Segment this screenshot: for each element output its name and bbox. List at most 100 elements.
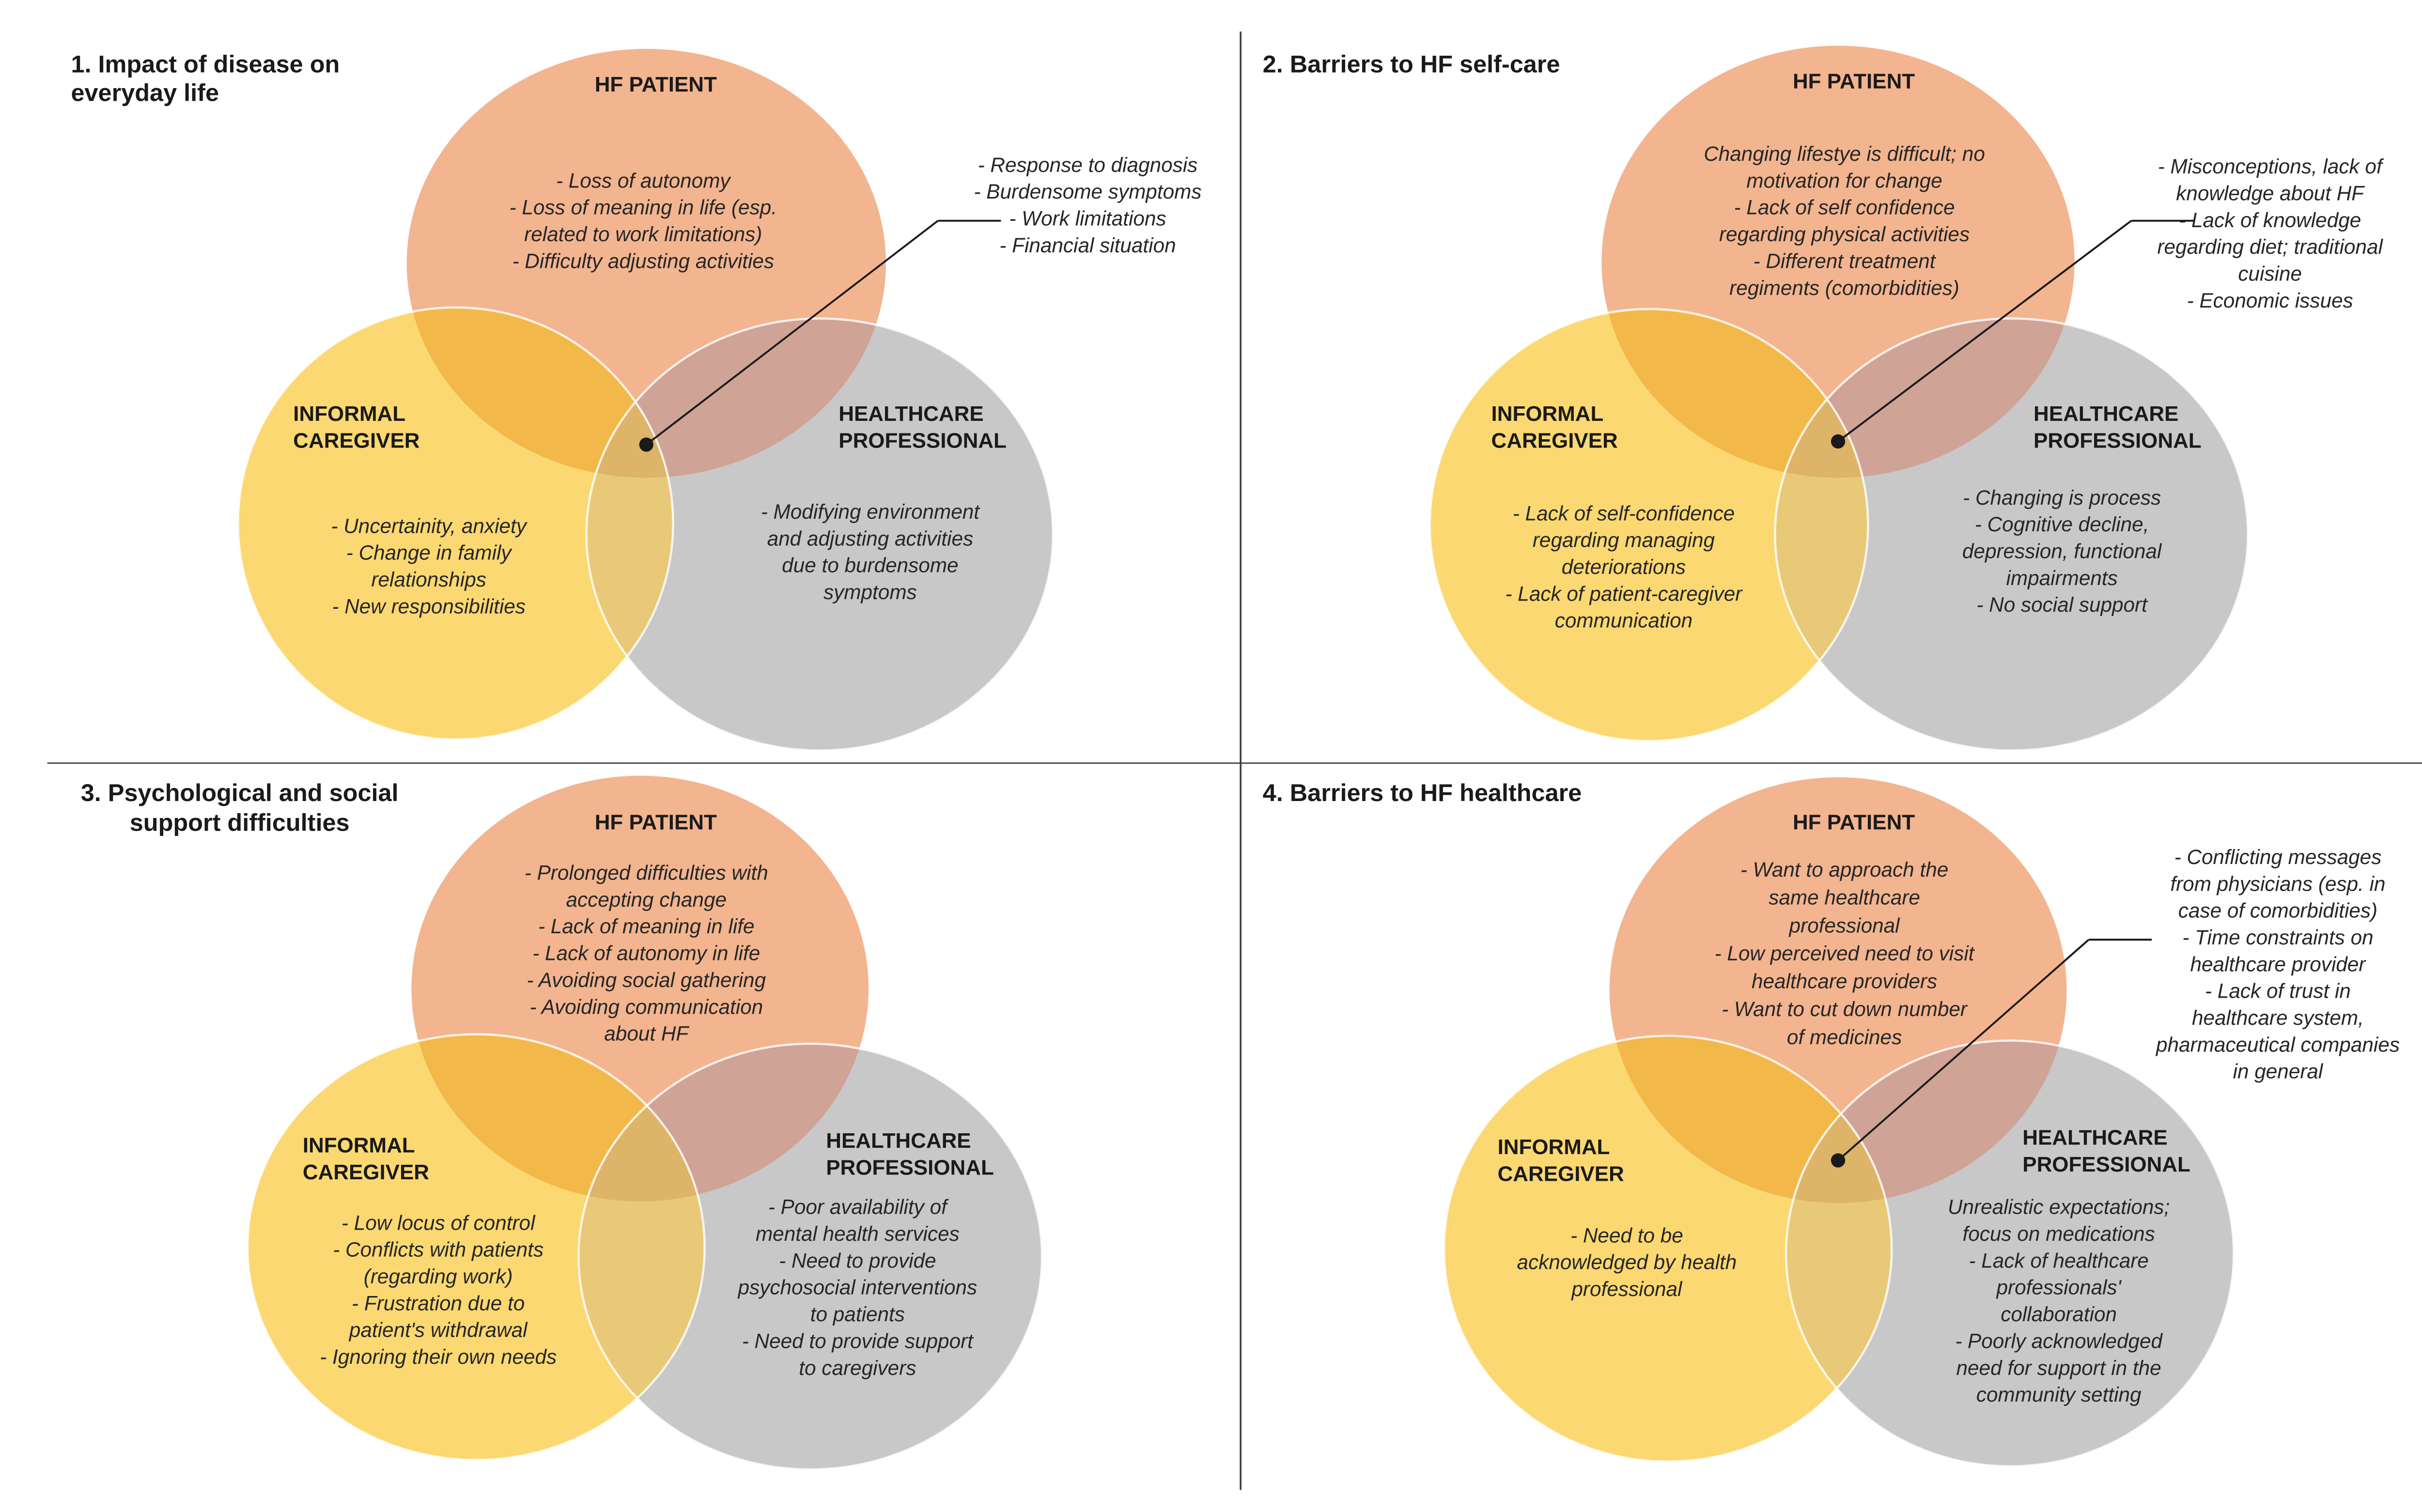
patient-professional-overlap <box>1775 318 2075 478</box>
patient-professional-overlap-shape <box>578 1044 869 1202</box>
patient-caregiver-overlap <box>1609 1035 1892 1203</box>
shared-item: - Work limitations <box>1009 207 1166 230</box>
informal-caregiver-label: CAREGIVER <box>1498 1162 1624 1186</box>
patient-item: - Want to approach the <box>1740 858 1948 881</box>
professional-outline <box>577 1042 1043 1471</box>
shared-item: - Misconceptions, lack of <box>2158 155 2384 178</box>
patient-item: healthcare providers <box>1752 970 1937 993</box>
shared-item: - Economic issues <box>2187 289 2353 312</box>
shared-themes-connector <box>1837 939 2090 1161</box>
caregiver-item: - Change in family <box>346 541 513 564</box>
professional-item: need for support in the <box>1956 1357 2161 1379</box>
venn-panel-3 <box>246 775 1043 1471</box>
patient-professional-overlap <box>578 1044 869 1202</box>
shared-item: healthcare provider <box>2190 953 2366 975</box>
caregiver-item: - Low locus of control <box>342 1211 536 1234</box>
shared-item: from physicians (esp. in <box>2170 872 2385 895</box>
patient-caregiver-overlap-shape <box>406 307 673 478</box>
caregiver-item: - Lack of patient-caregiver <box>1505 582 1743 605</box>
shared-item: regarding diet; traditional <box>2157 235 2383 258</box>
professional-item: symptoms <box>823 581 917 603</box>
professional-outline <box>1774 317 2249 752</box>
shared-item: in general <box>2233 1060 2324 1083</box>
shared-item: - Burdensome symptoms <box>974 180 1201 203</box>
caregiver-outline <box>246 1033 706 1461</box>
shared-item: - Lack of trust in <box>2205 980 2351 1003</box>
patient-item: accepting change <box>566 888 727 911</box>
healthcare-professional-label: HEALTHCARE <box>2034 402 2178 426</box>
professional-item: Unrealistic expectations; <box>1948 1196 2170 1219</box>
professional-item: community setting <box>1976 1383 2142 1406</box>
venn-panel-2 <box>1428 46 2249 752</box>
patient-item: about HF <box>604 1022 689 1045</box>
shared-item: - Lack of knowledge <box>2179 209 2361 231</box>
shared-themes-connector <box>1837 220 2132 443</box>
caregiver-item: (regarding work) <box>364 1265 513 1288</box>
caregiver-item: communication <box>1555 609 1692 632</box>
patient-item: - Lack of self confidence <box>1734 196 1955 219</box>
professional-item: - Changing is process <box>1963 486 2161 509</box>
healthcare-professional-label: PROFESSIONAL <box>826 1156 994 1179</box>
panel-title: everyday life <box>71 78 219 106</box>
shared-themes-connector <box>646 220 939 446</box>
patient-professional-overlap-shape <box>1786 1040 2067 1203</box>
caregiver-item: deteriorations <box>1562 555 1686 578</box>
venn-panel-3-text: 3. Psychological and social support diffi… <box>81 779 994 1379</box>
professional-item: due to burdensome <box>782 554 958 577</box>
patient-item: - Want to cut down number <box>1722 998 1968 1020</box>
patient-item: - Different treatment <box>1754 249 1937 272</box>
shared-item: knowledge about HF <box>2176 182 2365 204</box>
patient-professional-overlap-shape <box>1775 318 2075 478</box>
professional-item: to caregivers <box>799 1357 916 1379</box>
informal-caregiver-label: INFORMAL <box>293 402 405 426</box>
patient-item: - Lack of autonomy in life <box>532 942 760 965</box>
healthcare-professional-label: HEALTHCARE <box>2022 1126 2167 1149</box>
patient-item: regiments (comorbidities) <box>1729 277 1959 299</box>
patient-item: - Prolonged difficulties with <box>525 862 768 884</box>
panel-title: support difficulties <box>130 809 350 836</box>
informal-caregiver-label: INFORMAL <box>1498 1135 1610 1159</box>
informal-caregiver-label: INFORMAL <box>303 1134 415 1157</box>
triple-overlap-marker <box>639 437 653 452</box>
patient-caregiver-overlap-shape <box>1601 309 1868 478</box>
shared-item: pharmaceutical companies <box>2155 1033 2400 1056</box>
patient-item: - Loss of meaning in life (esp. <box>510 196 777 219</box>
patient-item: - Avoiding social gathering <box>527 969 766 991</box>
healthcare-professional-label: PROFESSIONAL <box>2034 429 2202 453</box>
hf-patient-label: HF PATIENT <box>595 73 717 96</box>
professional-item: mental health services <box>756 1222 960 1245</box>
professional-item: focus on medications <box>1962 1222 2155 1245</box>
panel-title: 3. Psychological and social <box>81 779 399 806</box>
professional-item: professionals' <box>1995 1276 2122 1299</box>
patient-item: Changing lifestye is difficult; no <box>1704 142 1985 165</box>
professional-item: - Modifying environment <box>761 500 981 523</box>
shared-item: cuisine <box>2238 262 2302 285</box>
venn-panel-4 <box>1443 777 2235 1467</box>
patient-caregiver-overlap <box>411 1034 705 1202</box>
venn-fills <box>237 46 2249 1471</box>
caregiver-item: - Conflicts with patients <box>333 1238 543 1261</box>
patient-item: - Low perceived need to visit <box>1715 942 1975 965</box>
professional-item: and adjusting activities <box>767 527 974 550</box>
professional-item: depression, functional <box>1962 540 2162 562</box>
shared-item: healthcare system, <box>2192 1006 2364 1029</box>
patient-item: of medicines <box>1787 1026 1902 1049</box>
patient-item: - Avoiding communication <box>529 995 763 1018</box>
patient-caregiver-overlap <box>406 307 673 478</box>
shared-item: - Conflicting messages <box>2174 846 2382 868</box>
venn-panel-1 <box>237 48 1055 752</box>
professional-item: - Poorly acknowledged <box>1955 1329 2163 1352</box>
caregiver-item: - Uncertainity, anxiety <box>331 514 528 537</box>
professional-item: - No social support <box>1976 593 2148 616</box>
patient-professional-overlap <box>1786 1040 2067 1203</box>
caregiver-item: - Frustration due to <box>352 1292 525 1314</box>
panel-title: 4. Barriers to HF healthcare <box>1263 779 1582 806</box>
professional-item: psychosocial interventions <box>737 1276 978 1299</box>
caregiver-item: - Lack of self-confidence <box>1513 502 1735 525</box>
hf-patient-label: HF PATIENT <box>595 810 717 834</box>
